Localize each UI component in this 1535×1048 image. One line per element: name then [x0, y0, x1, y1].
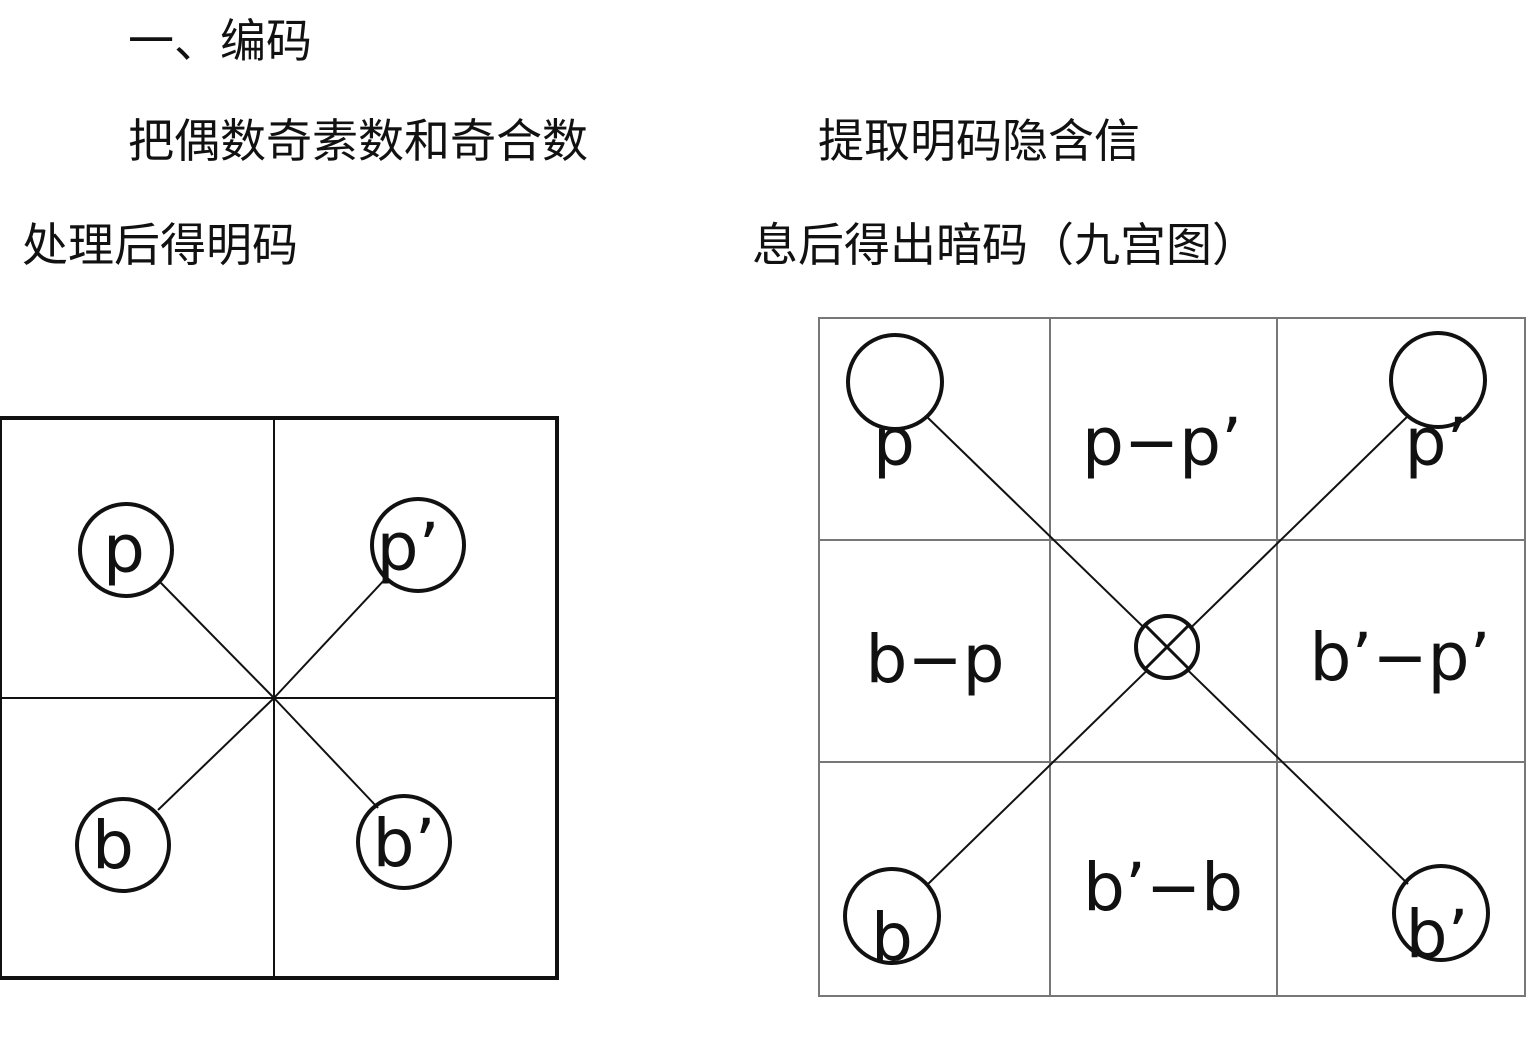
right-cell-r2c1: b’−b — [1083, 849, 1243, 926]
left-node-tl-circle — [78, 502, 174, 598]
right-node-bl-circle — [843, 867, 941, 965]
left-caption-line2: 处理后得明码 — [22, 218, 298, 272]
left-caption-line1: 把偶数奇素数和奇合数 — [128, 114, 588, 168]
right-cell-r1c2: b’−p’ — [1309, 619, 1490, 696]
left-connector-bl — [157, 697, 275, 811]
right-cell-r0c0: p — [873, 404, 915, 481]
right-cell-r0c2: p’ — [1405, 404, 1468, 481]
left-node-bl-circle — [75, 797, 171, 893]
right-node-tr-circle — [1389, 331, 1487, 429]
right-node-tl-circle — [846, 333, 944, 431]
section-heading: 一、编码 — [128, 14, 312, 68]
right-cell-r2c0: b — [871, 899, 913, 976]
right-cell-r1c0: b−p — [865, 621, 1004, 698]
right-cell-r0c1: p−p’ — [1082, 404, 1242, 481]
left-grid: p p’ b b’ — [0, 416, 559, 980]
right-cell-r2c2: b’ — [1406, 896, 1469, 973]
right-grid-frame — [818, 317, 1526, 997]
right-grid: p p’ b b’ p−p’ b−p b’−p’ b’−b — [818, 317, 1526, 997]
left-connector-br — [273, 697, 379, 809]
left-node-tl-label: p — [103, 511, 145, 588]
left-node-bl-label: b — [92, 807, 134, 884]
right-caption-line1: 提取明码隐含信 — [818, 114, 1140, 168]
left-node-br-circle — [356, 794, 452, 890]
left-grid-frame — [0, 416, 559, 980]
left-connector-tl — [159, 581, 275, 699]
left-node-br-label: b’ — [373, 805, 436, 882]
right-caption-line2: 息后得出暗码（九宫图） — [752, 218, 1258, 272]
circled-x-icon — [1134, 614, 1200, 680]
left-node-tr-circle — [370, 497, 466, 593]
left-node-tr-label: p’ — [377, 509, 440, 586]
right-node-br-circle — [1392, 864, 1490, 962]
left-connector-tr — [273, 575, 389, 699]
